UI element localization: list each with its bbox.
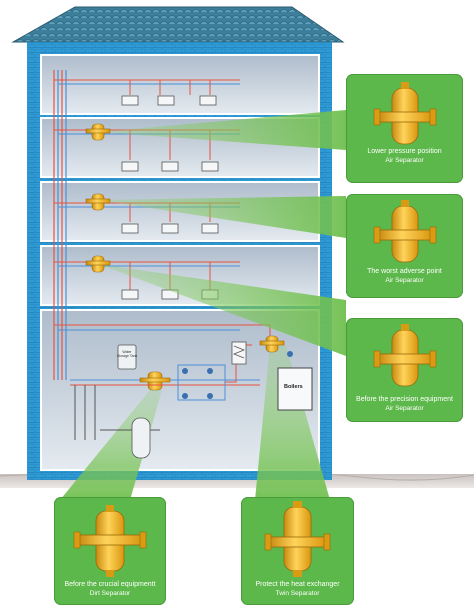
callout-lower-pressure: Lower pressure position Air Separator — [346, 74, 463, 183]
callout-title: Before the crucial equipmentt — [64, 581, 156, 588]
callout-subtitle: Air Separator — [385, 405, 424, 412]
separator-floor3-icon — [85, 193, 111, 211]
callout-title: Before the precision equipment — [356, 396, 453, 403]
water-storage-label: Water Storage Tank — [116, 350, 138, 358]
air-separator-icon — [373, 324, 437, 387]
boilers-label: Boilers — [284, 384, 303, 390]
callout-beams — [60, 110, 346, 500]
callout-precision-equipment: Before the precision equipment Air Separ… — [346, 318, 463, 422]
separator-plant-twin-icon — [259, 335, 285, 353]
twin-separator-icon — [264, 501, 331, 577]
air-separator-icon — [373, 200, 437, 263]
water-storage-tank — [117, 344, 137, 370]
roof — [11, 6, 345, 43]
callout-subtitle: Air Separator — [385, 157, 424, 164]
heat-exchanger — [231, 341, 247, 365]
boilers-unit — [277, 367, 313, 411]
pumps — [182, 351, 293, 399]
callout-title: Lower pressure position — [367, 148, 442, 155]
callout-title: The worst adverse point — [367, 268, 442, 275]
callout-subtitle: Air Separator — [385, 277, 424, 284]
callout-subtitle: Twin Separator — [275, 590, 320, 597]
risers — [53, 70, 67, 380]
callout-heat-exchanger: Protect the heat exchanger Twin Separato… — [241, 497, 354, 605]
callout-title: Protect the heat exchanger — [255, 581, 340, 588]
expansion-vessel — [131, 417, 151, 459]
separator-floor2-icon — [85, 123, 111, 141]
air-separator-icon — [373, 82, 437, 145]
callout-worst-adverse: The worst adverse point Air Separator — [346, 194, 463, 298]
separator-floor4-icon — [85, 255, 111, 273]
callout-subtitle: Dirt Separator — [89, 590, 131, 597]
dirt-separator-icon — [73, 505, 147, 577]
callout-crucial-equipment: Before the crucial equipmentt Dirt Separ… — [54, 497, 166, 605]
